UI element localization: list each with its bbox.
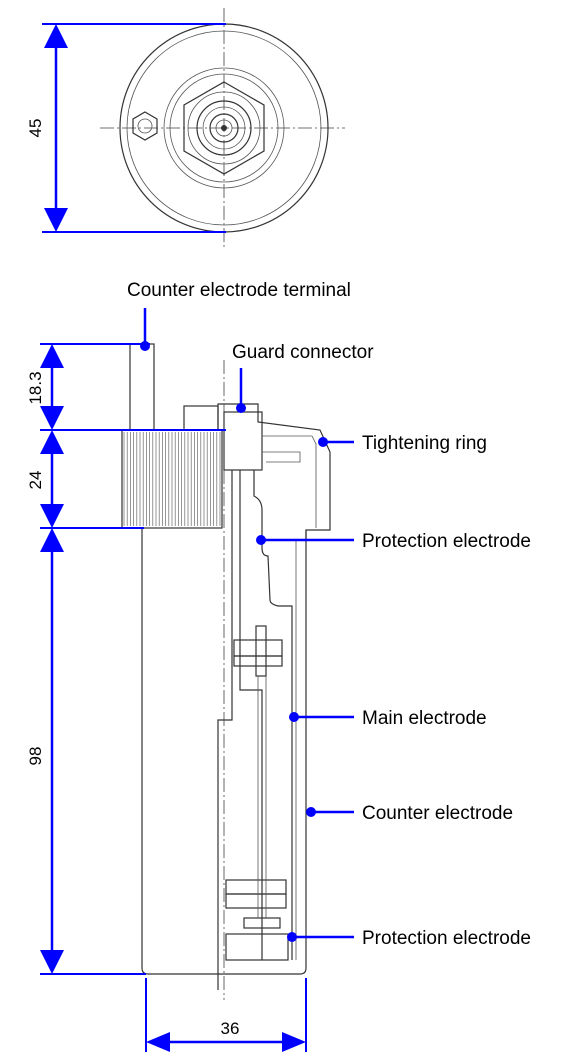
dim-24-arrow-bottom	[40, 504, 64, 528]
callout-protection-electrode-lower: Protection electrode	[287, 928, 531, 949]
dimension-chain-vertical: 18.3 24 98	[26, 343, 226, 975]
label-protection-electrode-upper: Protection electrode	[362, 531, 531, 552]
upper-clamp-2	[233, 655, 283, 667]
terminal-rod	[129, 343, 155, 431]
dim-98-text: 98	[26, 747, 45, 766]
dim-36-text: 36	[221, 1019, 240, 1038]
callout-main-electrode: Main electrode	[289, 708, 487, 729]
lower-clamp-2	[225, 893, 287, 909]
dim-18-3-arrow-bottom	[40, 406, 64, 430]
upper-clamp	[233, 639, 283, 657]
boss-outer-circle	[163, 67, 285, 189]
tightening-ring-outline	[217, 403, 331, 541]
side-terminal-hex	[132, 111, 158, 141]
label-protection-electrode-lower: Protection electrode	[362, 928, 531, 949]
callout-counter-electrode: Counter electrode	[306, 803, 513, 824]
connector-pin	[221, 125, 227, 131]
dim-45-arrow-top	[44, 24, 68, 48]
connector-ring-inner	[209, 113, 239, 143]
guard-connector-body	[183, 405, 219, 431]
inner-shaft-left	[217, 470, 233, 990]
upper-bolt	[255, 625, 267, 677]
boss-inner-circle	[169, 73, 279, 183]
side-terminal-hole	[137, 118, 153, 134]
side-view-drawing	[121, 343, 331, 1000]
guard-connector-block	[223, 411, 263, 471]
label-tightening-ring: Tightening ring	[362, 433, 487, 454]
dim-36-arrow-right	[282, 1032, 306, 1052]
dot-counter-electrode-terminal	[140, 341, 150, 351]
connector-pin-ring	[215, 119, 233, 137]
dim-45-arrow-bottom	[44, 208, 68, 232]
callout-counter-electrode-terminal: Counter electrode terminal	[127, 280, 351, 351]
ring-step	[262, 451, 301, 463]
body-outer	[141, 528, 307, 975]
dimension-45: 45	[26, 23, 226, 233]
dim-18-3-arrow-top	[40, 344, 64, 368]
housing-inner-circle	[126, 30, 322, 226]
dim-36-arrow-left	[146, 1032, 170, 1052]
dim-18-3-text: 18.3	[26, 371, 45, 404]
dim-24-text: 24	[26, 471, 45, 490]
dim-98-arrow-top	[40, 528, 64, 552]
label-main-electrode: Main electrode	[362, 708, 487, 729]
callout-protection-electrode-upper: Protection electrode	[256, 531, 531, 552]
top-view-drawing	[100, 8, 345, 248]
dim-98-arrow-bottom	[40, 950, 64, 974]
lower-electrode-block	[225, 933, 289, 961]
protection-electrode-profile	[253, 470, 293, 960]
connector-ring-outer	[196, 100, 252, 156]
inner-shaft-mid	[239, 470, 263, 960]
dim-45-text: 45	[26, 119, 45, 138]
knurl-pattern	[123, 432, 221, 526]
ring-inner-line	[262, 435, 317, 528]
callout-tightening-ring: Tightening ring	[318, 433, 487, 454]
label-guard-connector: Guard connector	[232, 342, 374, 363]
dot-guard-connector	[236, 403, 246, 413]
connector-ring-mid	[202, 106, 246, 150]
label-counter-electrode-terminal: Counter electrode terminal	[127, 280, 351, 301]
callout-guard-connector: Guard connector	[232, 342, 374, 413]
lower-clamp	[225, 879, 287, 895]
nut-washer	[187, 91, 261, 165]
dimension-36: 36	[145, 978, 307, 1052]
lower-nut	[243, 917, 281, 929]
hex-nut-outline	[183, 81, 265, 175]
label-counter-electrode: Counter electrode	[362, 803, 513, 824]
dim-24-arrow-top	[40, 430, 64, 454]
